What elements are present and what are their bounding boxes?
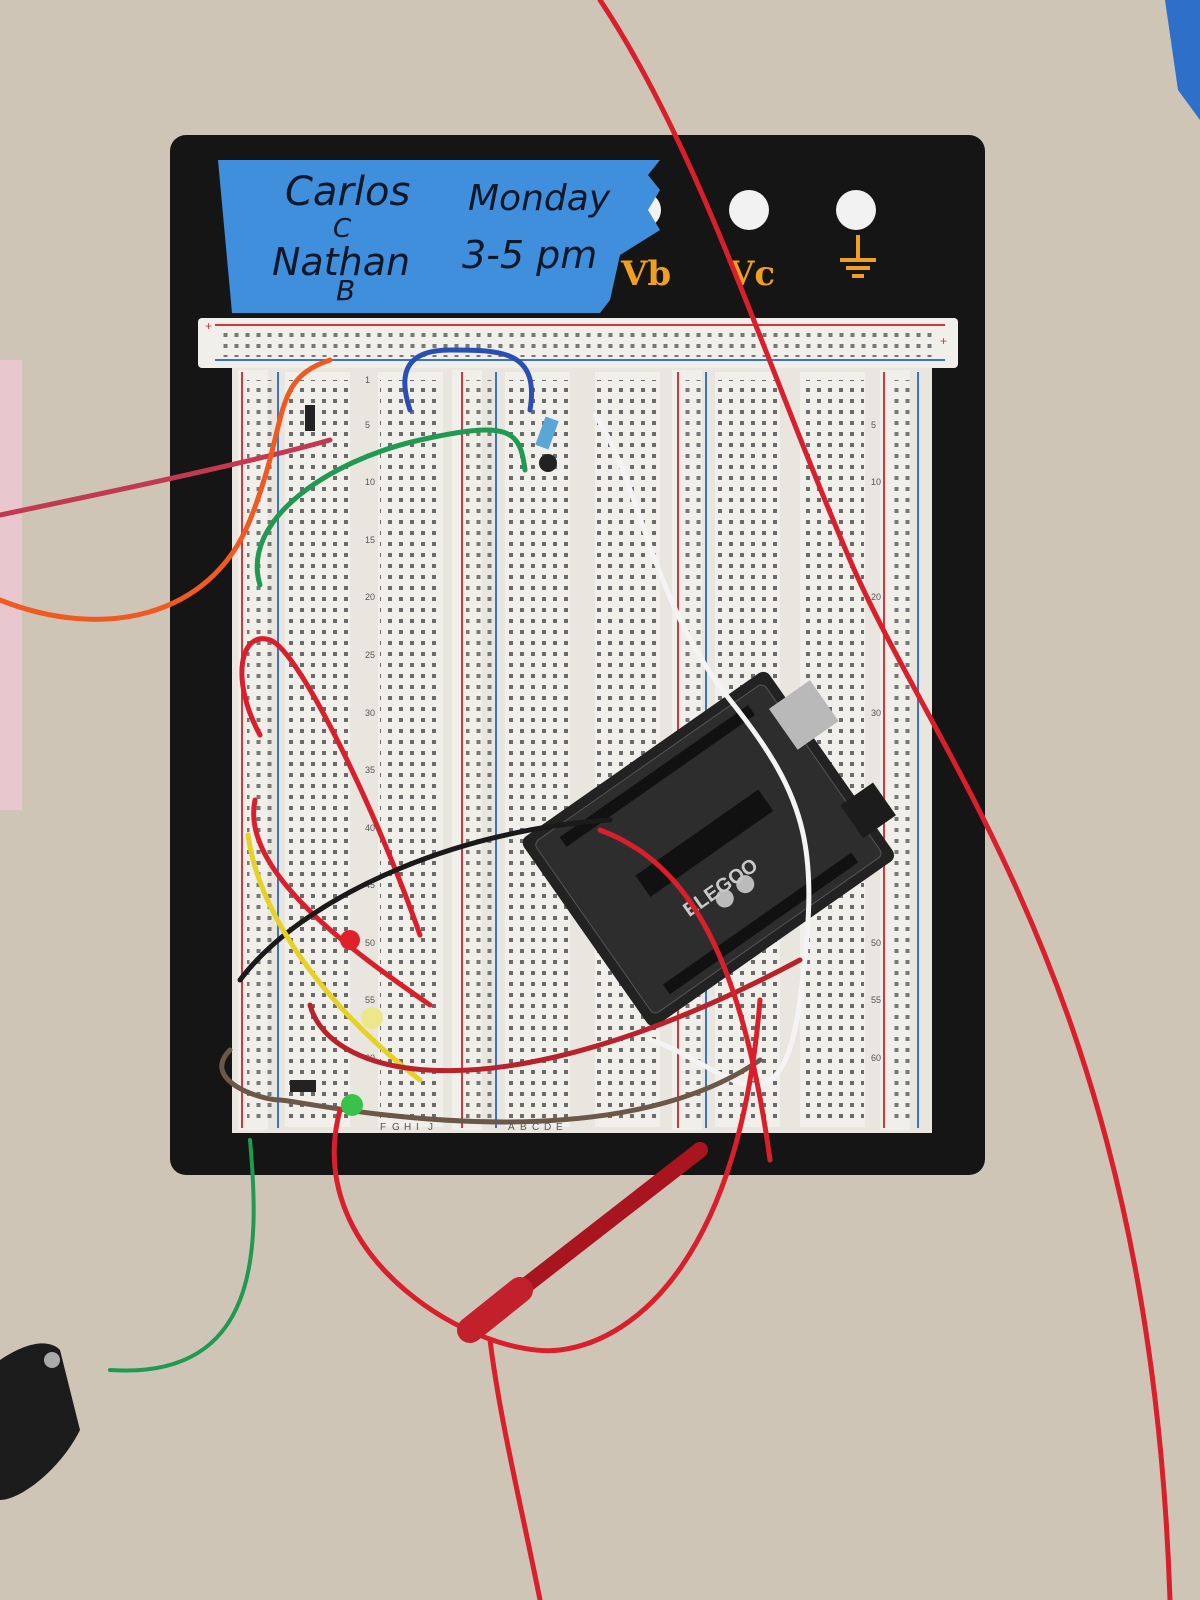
usb-port — [768, 680, 839, 750]
wire-green-top — [254, 427, 528, 588]
tape-name-nathan: Nathan — [272, 240, 410, 284]
row-number: 45 — [365, 880, 375, 890]
usb-cable-corner — [1165, 0, 1200, 120]
tape-name-carlos: Carlos — [285, 169, 410, 215]
wire-red-arduino — [597, 827, 773, 1163]
row-number: 40 — [365, 823, 375, 833]
red-test-probe — [457, 1142, 708, 1343]
column-letter: G — [392, 1122, 400, 1133]
capacitor — [539, 454, 557, 472]
rail-plus-label-right: + — [940, 334, 947, 348]
row-number: 30 — [365, 708, 375, 718]
resistor — [535, 416, 559, 450]
breadboard-terminal-strips — [232, 368, 932, 1133]
column-letter: D — [544, 1122, 551, 1133]
diode — [290, 1080, 316, 1092]
column-letter: A — [508, 1122, 515, 1133]
row-number: 55 — [871, 995, 881, 1005]
wire-brown — [219, 1047, 763, 1125]
column-letter: E — [556, 1122, 563, 1133]
components — [290, 405, 559, 1116]
blue-tape-label — [218, 160, 660, 313]
terminal-label-vb: Vb — [620, 254, 671, 294]
row-number: 10 — [365, 477, 375, 487]
row-number: 10 — [871, 477, 881, 487]
tape-time: 3-5 pm — [462, 233, 597, 277]
row-number: 25 — [365, 650, 375, 660]
wire-red-long — [597, 0, 1173, 1600]
wire-pink — [0, 437, 333, 518]
column-letters: A B C D E F G H I J — [380, 1122, 563, 1133]
row-number: 15 — [365, 535, 375, 545]
column-letter: I — [416, 1122, 419, 1133]
wire-green-probe — [108, 1138, 256, 1373]
row-number: 5 — [871, 420, 876, 430]
row-number: 30 — [871, 708, 881, 718]
row-number: 50 — [365, 938, 375, 948]
microcontroller-chip — [635, 789, 774, 897]
top-power-rail: + + — [198, 318, 958, 368]
wire-blue — [402, 347, 534, 413]
row-number: 60 — [871, 1053, 881, 1063]
power-jack — [840, 782, 896, 839]
tape-initial-c: C — [333, 214, 352, 244]
wire-red-a — [239, 636, 423, 938]
jumper-wires — [0, 0, 1173, 1600]
wire-black — [237, 817, 613, 983]
pink-paper-edge — [0, 360, 22, 810]
ground-icon — [840, 235, 876, 278]
row-number: 5 — [365, 420, 370, 430]
transistor — [305, 405, 315, 431]
tape-initial-b: B — [336, 274, 355, 307]
wire-red-down — [487, 1337, 543, 1600]
wire-yellow — [245, 832, 423, 1083]
wire-orange — [0, 357, 333, 622]
rail-plus-label: + — [205, 319, 212, 333]
column-letter: F — [380, 1122, 386, 1133]
column-letter: J — [428, 1122, 433, 1133]
column-letter: H — [404, 1122, 411, 1133]
wire-white — [592, 412, 812, 1088]
row-number: 1 — [365, 375, 370, 385]
wire-dark-red — [307, 957, 803, 1074]
column-letter: B — [520, 1122, 527, 1133]
column-letter: C — [532, 1122, 539, 1133]
led-green — [341, 1094, 363, 1116]
wire-red-b — [251, 797, 433, 1008]
row-number: 20 — [365, 592, 375, 602]
tape-day: Monday — [468, 178, 611, 219]
wire-red-loop — [331, 997, 763, 1354]
row-number: 55 — [365, 995, 375, 1005]
black-alligator-clip — [0, 1343, 80, 1500]
row-number: 35 — [365, 765, 375, 775]
led-red — [340, 930, 360, 950]
row-number: 20 — [871, 592, 881, 602]
led-yellow — [361, 1007, 383, 1029]
row-number: 50 — [871, 938, 881, 948]
